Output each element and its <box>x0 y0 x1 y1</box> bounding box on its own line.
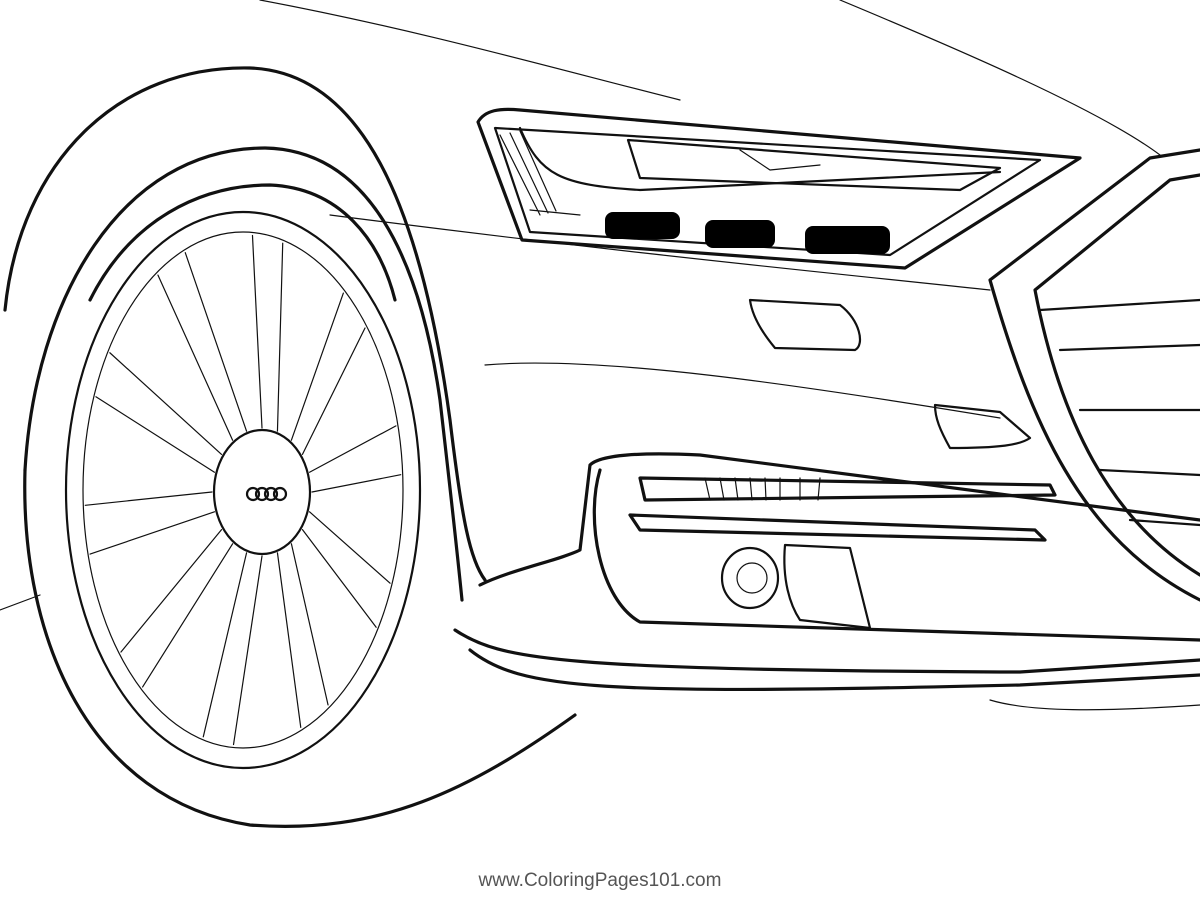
fog-bay-bottom <box>592 468 1200 642</box>
wheel-spoke <box>202 552 248 738</box>
wheel-spoke <box>109 352 223 455</box>
headlight-drl-strip <box>518 126 1002 192</box>
wheel-spoke <box>251 234 263 429</box>
headlight-lines <box>499 130 821 216</box>
wheel-spoke <box>120 529 223 653</box>
wheel-hub <box>212 428 312 556</box>
wheel-spoke <box>84 491 213 506</box>
hood-line-upper <box>259 0 681 101</box>
washer-nozzle <box>748 298 862 352</box>
side-line-left <box>0 594 41 611</box>
wheel-spoke <box>301 327 366 455</box>
headlight-inner <box>493 126 1042 257</box>
tire-outline <box>23 468 577 828</box>
bumper-crease <box>484 362 1001 419</box>
fog-lamp-housing <box>783 543 872 630</box>
fog-light-vent <box>704 477 821 501</box>
fog-light-strip-lower <box>628 513 1047 542</box>
bumper-bottom-line <box>989 699 1200 711</box>
fog-lamp-inner <box>736 562 768 594</box>
wheel-spoke <box>290 543 329 706</box>
audi-logo <box>245 486 288 502</box>
watermark-text: www.ColoringPages101.com <box>478 870 722 891</box>
wheel-spoke <box>95 396 216 473</box>
wheel-rim-outer <box>64 210 422 770</box>
wheel-spoke <box>89 511 216 555</box>
wheel-rim-inner <box>82 231 404 749</box>
wheel-spoke <box>311 474 402 493</box>
front-lip-lower <box>468 648 1200 692</box>
fog-lamp <box>720 546 780 610</box>
wheel-spoke <box>276 242 284 432</box>
headlight-lens <box>626 138 1002 192</box>
wheel-spoke <box>157 274 234 441</box>
wheel-spoke <box>301 529 377 628</box>
front-lip-upper <box>453 628 1200 674</box>
wheel-spoke <box>232 555 263 746</box>
bumper-sensor <box>933 403 1032 450</box>
wheel-spokes <box>84 234 402 746</box>
wheel-spoke <box>308 511 391 584</box>
wheel-spoke <box>184 252 248 432</box>
wheel-spoke <box>276 552 302 728</box>
fender-arch-outer <box>3 66 487 582</box>
headlight-segment-1 <box>605 212 680 239</box>
grille-bars <box>1038 298 1200 527</box>
grille-frame-outer <box>988 148 1200 602</box>
headlight-segment-2 <box>705 220 775 248</box>
fog-light-strip-upper <box>638 476 1057 502</box>
wheel-spoke <box>290 292 344 441</box>
grille-frame-inner <box>1033 173 1200 577</box>
body-crease-line <box>329 214 991 291</box>
wheel-spoke <box>142 543 234 688</box>
headlight-outline <box>476 107 1082 270</box>
wheel-well-line <box>88 183 397 302</box>
fog-light-bay <box>478 452 1200 587</box>
headlight-segment-3 <box>805 226 890 254</box>
wheel-spoke <box>308 425 397 473</box>
fender-arch-inner <box>23 146 464 602</box>
hood-line-right <box>839 0 1161 156</box>
